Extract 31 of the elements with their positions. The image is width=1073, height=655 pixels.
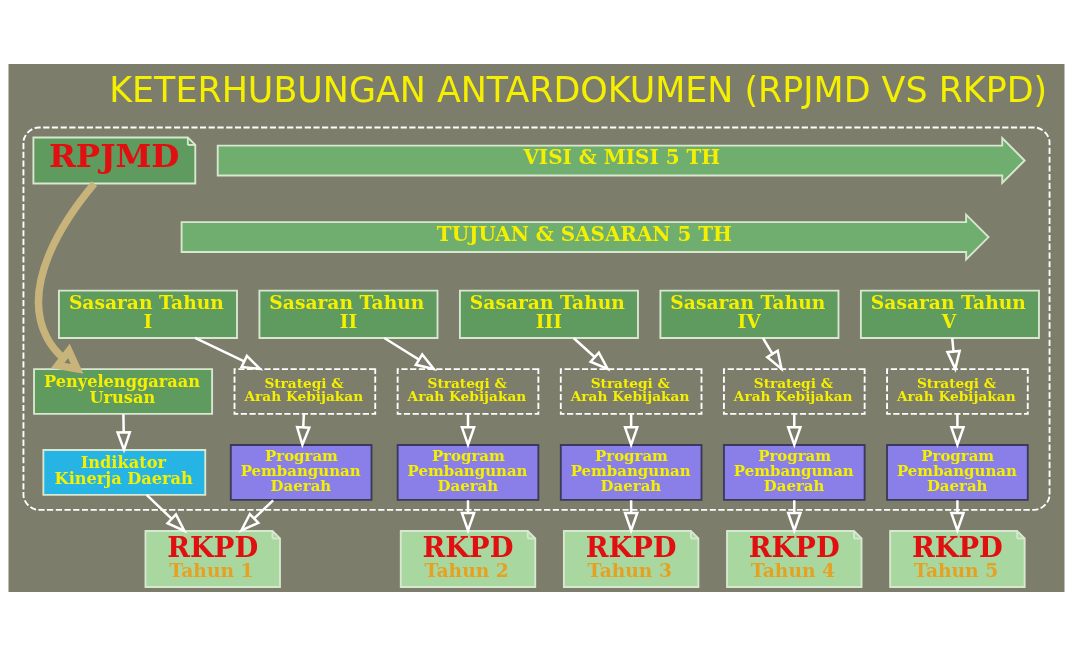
arrow (949, 413, 966, 449)
node-box: Program Pembangunan Daerah (229, 443, 373, 501)
node-box: Strategi & Arah Kebijakan (396, 367, 540, 415)
arrow (761, 336, 784, 372)
arrow (34, 180, 98, 374)
node-box: Strategi & Arah Kebijakan (723, 367, 866, 415)
arrow (194, 336, 264, 370)
node-box: Sasaran Tahun V (859, 289, 1040, 339)
node-box: Program Pembangunan Daerah (886, 443, 1029, 501)
node-box: Sasaran Tahun I (58, 289, 238, 339)
arrow (383, 336, 437, 371)
diagram-title: KETERHUBUNGAN ANTARDOKUMEN (RPJMD VS RKPD) (109, 69, 1048, 110)
arrow (949, 499, 966, 534)
node-box: Strategi & Arah Kebijakan (886, 367, 1029, 415)
node-box: Program Pembangunan Daerah (723, 443, 866, 501)
node-box: Sasaran Tahun III (459, 289, 639, 339)
node-box: Sasaran Tahun II (258, 289, 439, 339)
arrow (238, 498, 275, 533)
arrow (786, 413, 803, 449)
node-box: Program Pembangunan Daerah (396, 443, 540, 501)
node-box: Program Pembangunan Daerah (559, 443, 703, 501)
arrow (295, 413, 312, 449)
node-box: Strategi & Arah Kebijakan (559, 367, 703, 415)
node-box: Penyelenggaraan Urusan (33, 367, 214, 415)
node-box: Indikator Kinerja Daerah (42, 448, 207, 496)
arrow (572, 336, 611, 371)
node-box: Sasaran Tahun IV (659, 289, 840, 339)
arrow (145, 493, 188, 533)
arrow (786, 499, 803, 534)
node-box: Strategi & Arah Kebijakan (233, 367, 377, 415)
arrow (115, 413, 132, 454)
